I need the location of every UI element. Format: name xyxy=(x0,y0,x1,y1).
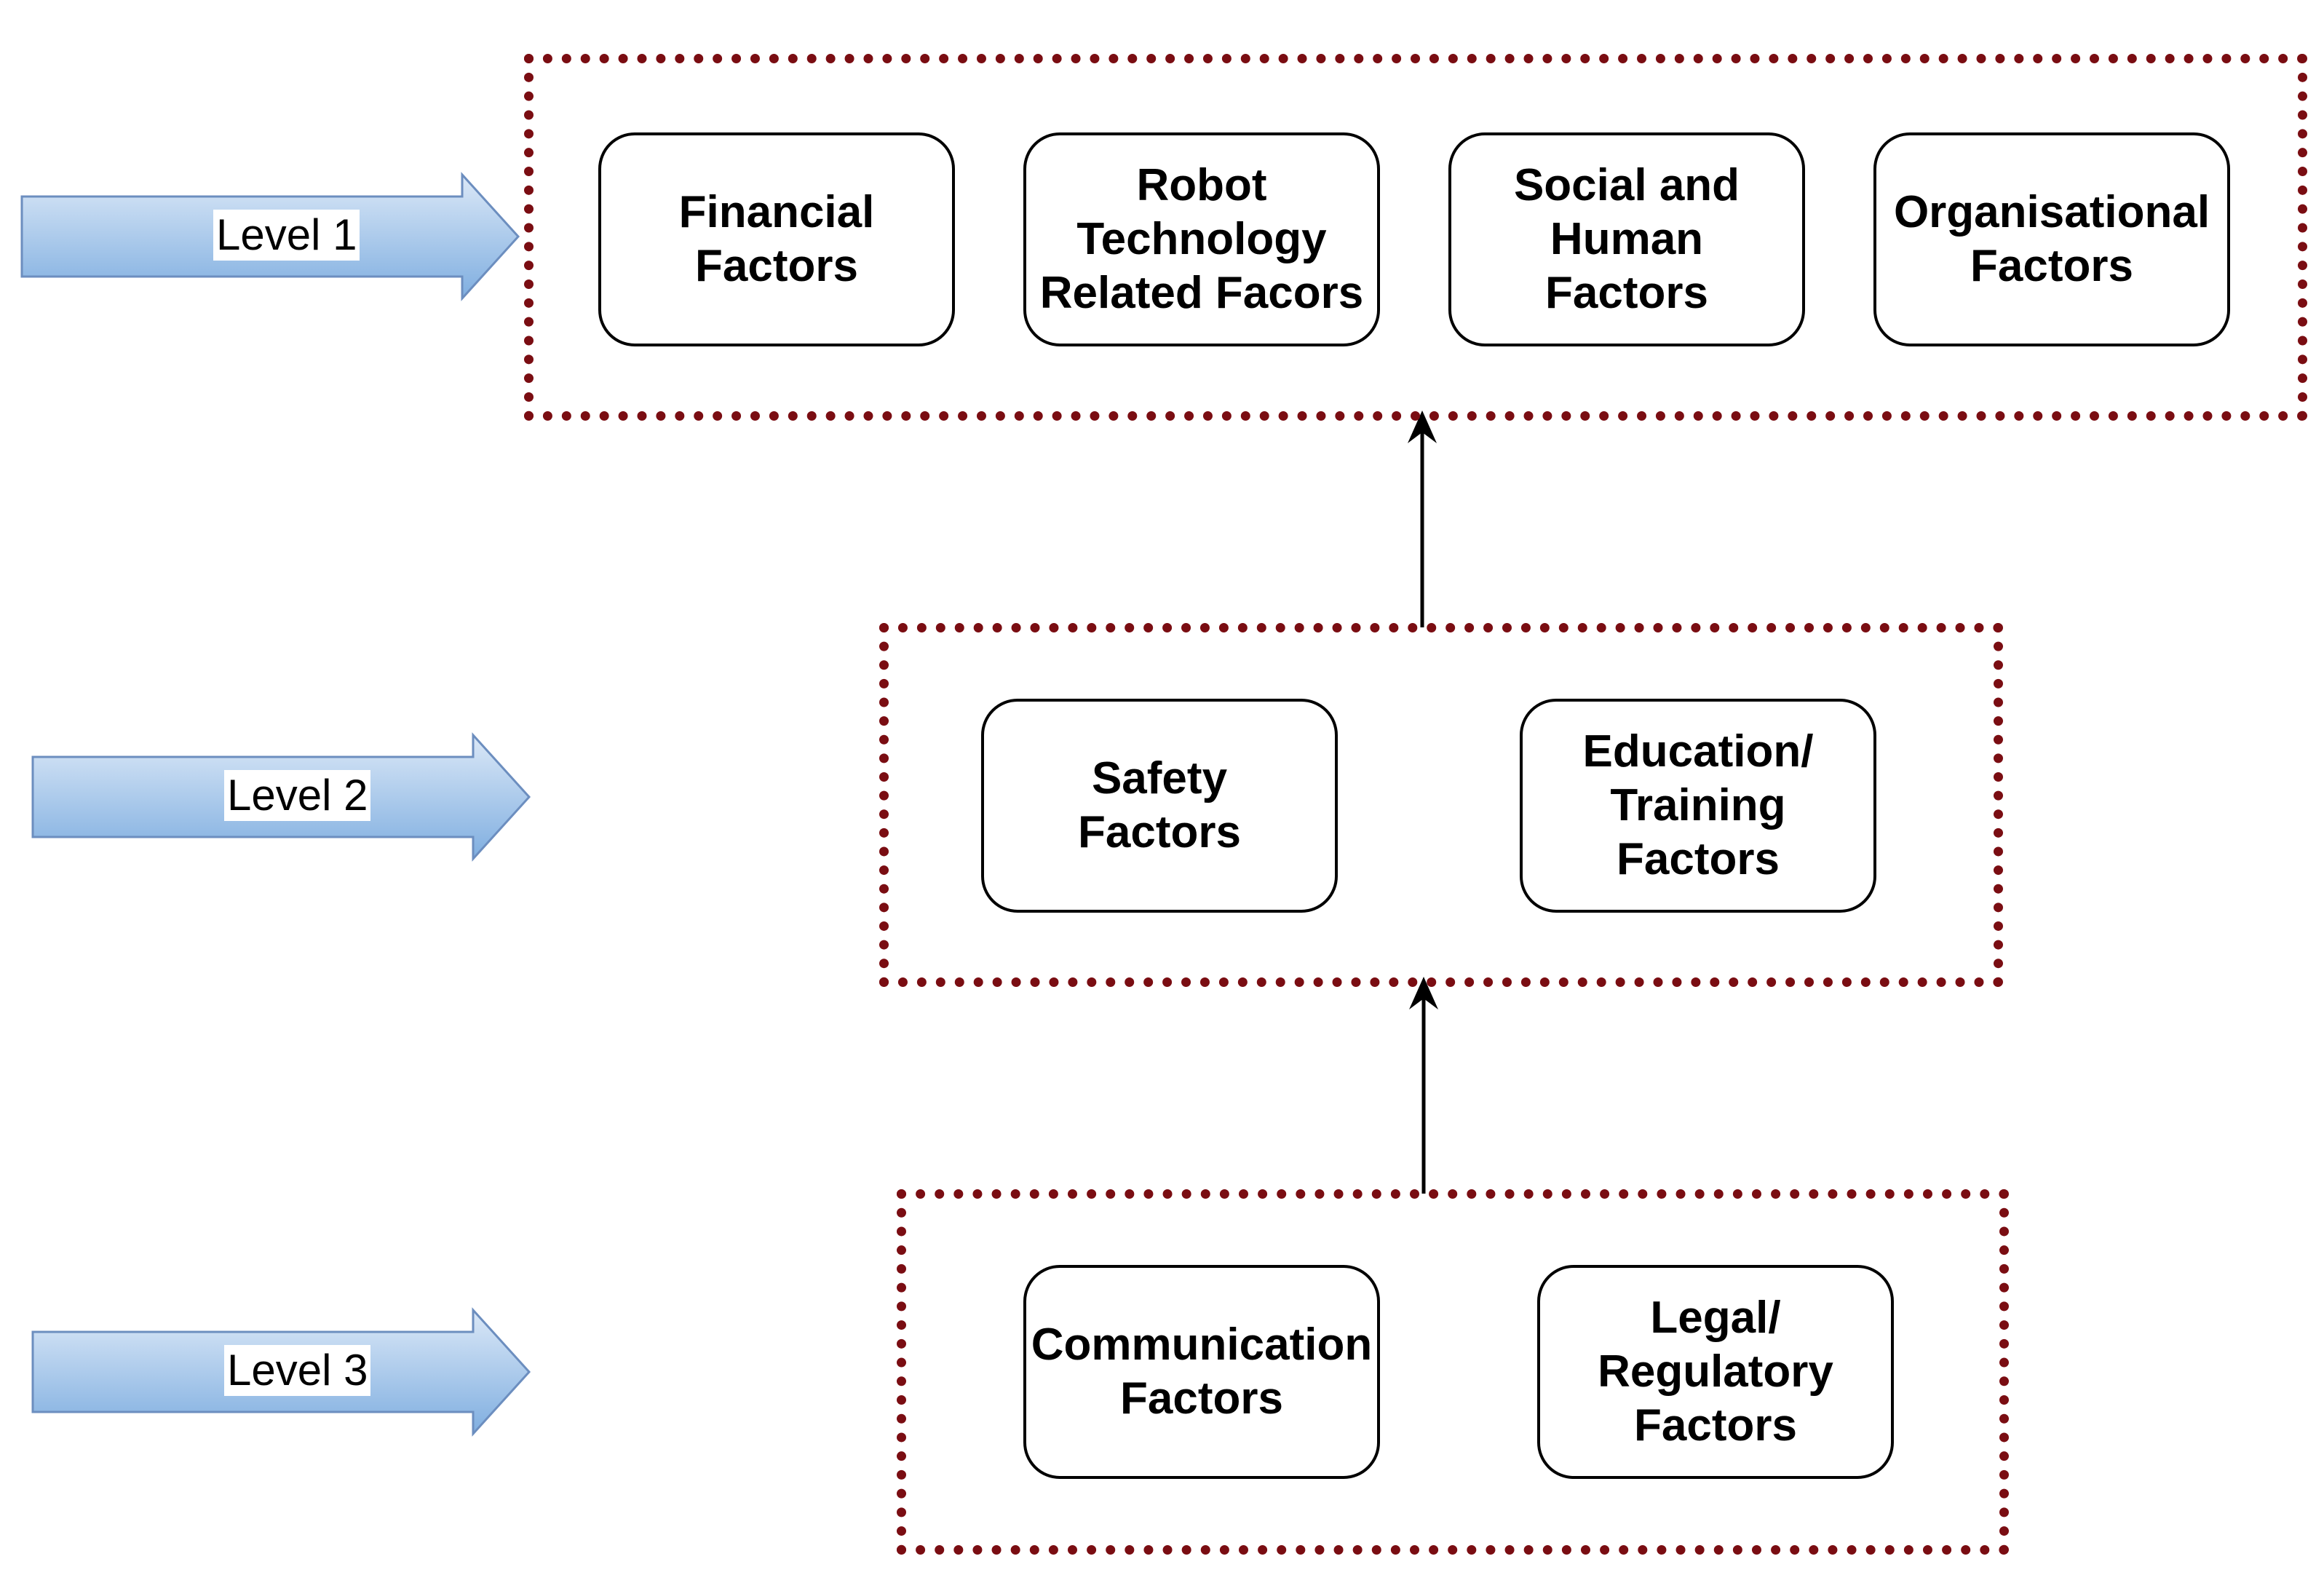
level-3-label: Level 3 xyxy=(224,1345,371,1396)
robot-technology-factors-box: Robot Technology Related Facors xyxy=(1023,132,1380,346)
factor-label: Organisational Factors xyxy=(1893,187,2210,291)
level-3-group xyxy=(897,1189,2009,1555)
legal-regulatory-factors-box: Legal/ Regulatory Factors xyxy=(1537,1265,1894,1479)
factor-label: Robot Technology Related Facors xyxy=(1039,160,1364,318)
factor-label: Social and Human Factors xyxy=(1513,160,1740,318)
factor-label: Communication Factors xyxy=(1031,1320,1373,1424)
social-human-factors-box: Social and Human Factors xyxy=(1448,132,1805,346)
factor-label: Legal/ Regulatory Factors xyxy=(1598,1293,1833,1451)
factor-label: Financial Factors xyxy=(678,187,875,291)
communication-factors-box: Communication Factors xyxy=(1023,1265,1380,1479)
level-1-label: Level 1 xyxy=(213,210,360,261)
level-2-group xyxy=(879,623,2003,987)
level-1-group xyxy=(524,54,2307,421)
financial-factors-box: Financial Factors xyxy=(598,132,955,346)
education-training-factors-box: Education/ Training Factors xyxy=(1520,699,1876,913)
level-2-label: Level 2 xyxy=(224,770,371,821)
organisational-factors-box: Organisational Factors xyxy=(1873,132,2230,346)
factor-label: Education/ Training Factors xyxy=(1582,726,1814,884)
factor-label: Safety Factors xyxy=(1078,753,1241,857)
safety-factors-box: Safety Factors xyxy=(981,699,1338,913)
